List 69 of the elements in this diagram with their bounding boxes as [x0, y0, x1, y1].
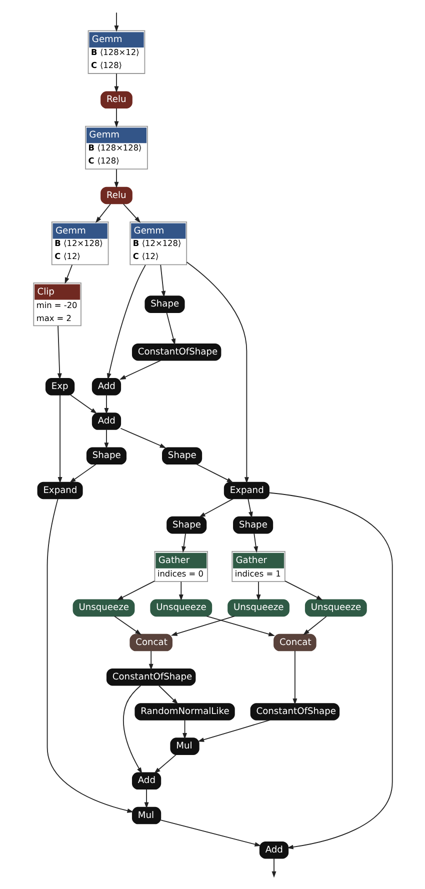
arrow	[160, 264, 166, 298]
node-box: Expand	[36, 482, 82, 500]
arrow	[198, 498, 233, 518]
node-box: Add	[91, 412, 121, 430]
arrow	[271, 858, 276, 878]
arrow	[114, 12, 118, 32]
node-box: Add	[258, 841, 288, 859]
arrow	[256, 581, 260, 601]
arrow	[94, 204, 110, 223]
arrow	[154, 754, 176, 774]
node-box: Shape	[144, 296, 184, 313]
arrow	[166, 312, 176, 346]
arrow	[186, 262, 248, 484]
arrow	[196, 464, 233, 483]
arrow	[64, 264, 72, 284]
node-box: Unsqueeze	[304, 599, 366, 617]
node-box: Exp	[44, 378, 74, 396]
arrow	[104, 394, 108, 414]
node-box: Mul	[170, 738, 199, 755]
arrow	[170, 616, 234, 636]
arrow	[148, 650, 153, 670]
arrow	[56, 326, 62, 380]
arrow	[104, 429, 108, 449]
arrow	[302, 616, 326, 636]
node-box: ConstantOfShape	[106, 668, 196, 686]
node-box: Add	[131, 772, 161, 790]
node-box: Unsqueeze	[72, 599, 134, 617]
node-box: Unsqueeze	[150, 599, 212, 617]
node-box: ConstantOfShape	[131, 343, 221, 361]
node-box: ConstantOfShape	[250, 703, 340, 720]
arrow	[57, 394, 62, 484]
arrow	[118, 360, 161, 380]
arrow	[70, 394, 97, 414]
arrow	[106, 264, 146, 380]
node-box: Expand	[223, 482, 269, 500]
arrow	[144, 788, 148, 809]
node-box: Shape	[166, 516, 206, 534]
arrow	[114, 168, 118, 188]
node-box: Shape	[86, 447, 126, 465]
arrow	[120, 428, 166, 448]
arrow	[206, 616, 274, 636]
arrow	[247, 498, 252, 518]
node-box: Concat	[129, 634, 172, 652]
arrow	[284, 580, 322, 600]
node-box: Shape	[232, 516, 273, 534]
node-box: Unsqueeze	[227, 599, 289, 617]
node-box: Add	[91, 378, 121, 396]
arrow	[253, 533, 258, 553]
arrow	[268, 492, 392, 850]
arrow	[160, 820, 261, 846]
node-box: Mul	[131, 806, 161, 824]
arrow	[114, 73, 118, 93]
arrow	[158, 685, 178, 704]
arrow	[182, 720, 187, 740]
node-box: Concat	[273, 634, 316, 652]
arrow	[122, 204, 140, 223]
arrow	[122, 685, 142, 774]
arrow	[114, 108, 118, 128]
arrow	[197, 720, 270, 742]
node-box: RandomNormalLike	[134, 703, 234, 720]
arrow	[116, 580, 154, 600]
node-box: Relu	[100, 186, 132, 204]
arrow	[181, 533, 186, 553]
node-box: Relu	[100, 91, 132, 109]
arrow	[178, 581, 183, 601]
arrow	[292, 650, 297, 705]
arrow	[114, 616, 142, 635]
arrow	[68, 464, 96, 483]
node-box: Shape	[162, 447, 202, 465]
